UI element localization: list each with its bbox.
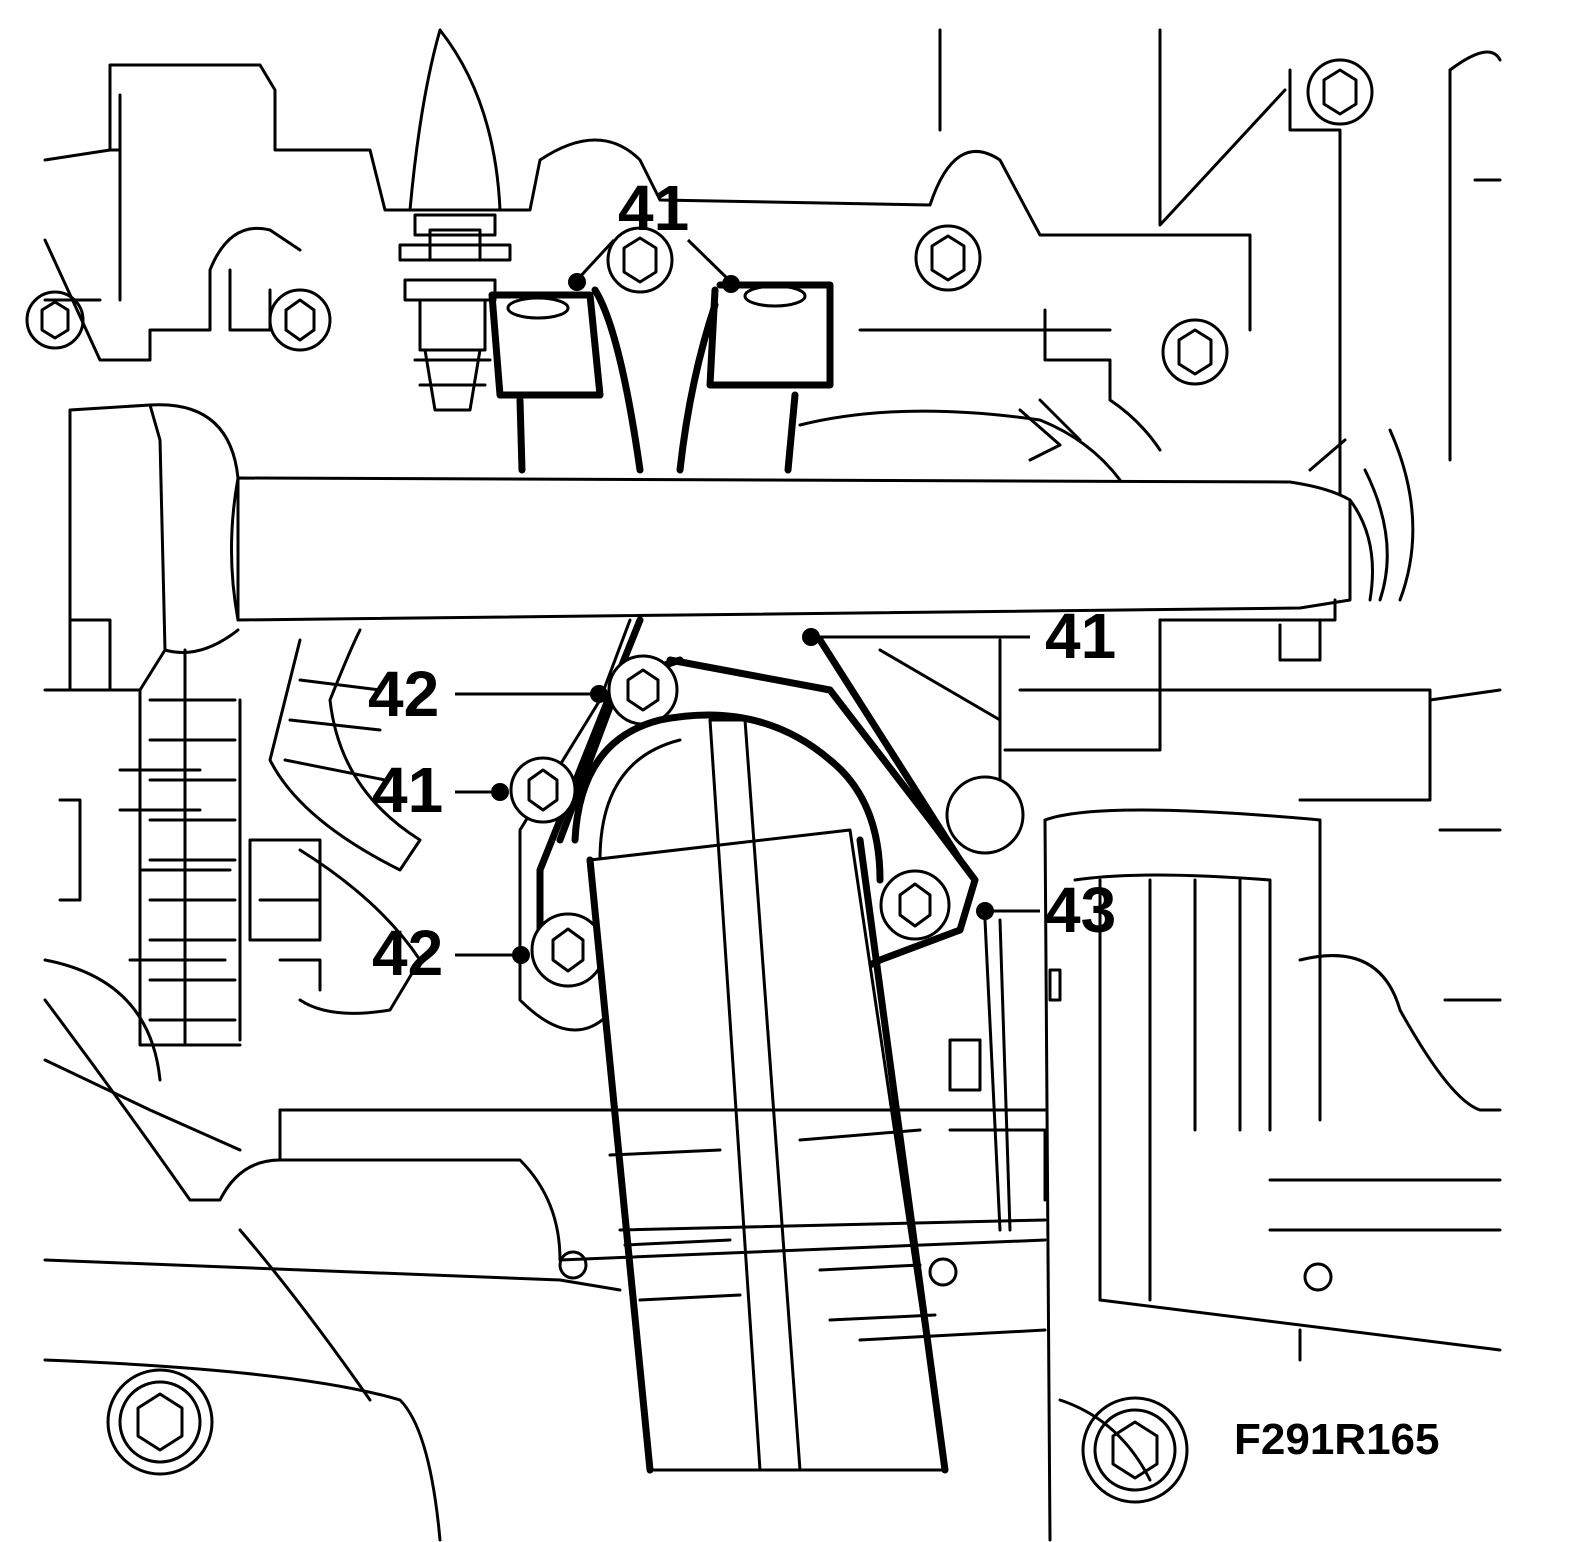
- clamp-brackets: [488, 281, 834, 474]
- tensioner-lever: [586, 718, 949, 1474]
- callout-right-41: 41: [1045, 600, 1116, 672]
- bolt-icon: [914, 224, 982, 292]
- pulley-icon: [509, 756, 577, 824]
- idler-pulleys: [509, 654, 951, 988]
- hose: [248, 628, 422, 1015]
- bolt-icon: [106, 1368, 214, 1476]
- callout-leaders: [455, 238, 1040, 964]
- callout-top-41: 41: [618, 172, 689, 244]
- crank-pulley: [571, 711, 884, 884]
- oil-pan: [43, 998, 1502, 1542]
- figure-id: F291R165: [1234, 1415, 1439, 1464]
- crank-damper: [948, 808, 1502, 1542]
- pulley-icon: [607, 654, 679, 726]
- bolt-icon: [606, 226, 674, 294]
- bolt-icon: [1306, 58, 1374, 126]
- alternator: [43, 403, 242, 1082]
- bolt-icon: [1161, 318, 1229, 386]
- callout-right-43: 43: [1045, 874, 1116, 946]
- callout-left-42-upper: 42: [368, 658, 439, 730]
- horizontal-bar: [230, 428, 1415, 622]
- engine-block: [43, 28, 1502, 502]
- head-bolts: [25, 58, 1374, 386]
- bolt-icon: [268, 288, 332, 352]
- belt-tensioner: [518, 598, 1502, 1032]
- lower-bolts: [106, 1368, 1189, 1504]
- bolt-icon: [1081, 1396, 1189, 1504]
- bolt-icon: [25, 290, 85, 350]
- callout-left-42-lower: 42: [372, 917, 443, 989]
- pulley-icon: [530, 912, 606, 988]
- pulley-icon: [879, 869, 951, 941]
- callout-left-41: 41: [372, 754, 443, 826]
